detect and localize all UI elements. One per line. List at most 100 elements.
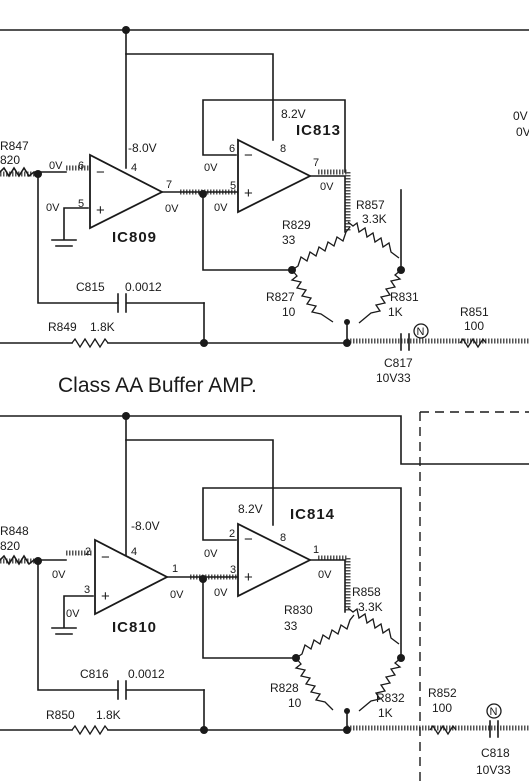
upper-circuit: − + − + N	[0, 26, 529, 351]
ic810-pin-vcc: 4	[131, 546, 137, 558]
c818-name: C818	[481, 746, 510, 760]
lower-node-n-marker	[486, 703, 502, 719]
upper-ic813-feedback	[202, 99, 346, 173]
r851-name: R851	[460, 305, 489, 319]
lower-node-n-text: N	[490, 706, 498, 718]
lower-bridge-r830	[295, 614, 355, 659]
ic810-opamp	[94, 538, 169, 616]
upper-node-n-marker	[413, 323, 429, 339]
upper-interstage-down	[202, 193, 293, 271]
ic813-pin-inv: 6	[229, 143, 235, 155]
upper-bridge-r827	[290, 269, 334, 323]
r829-name: R829	[282, 218, 311, 232]
upper-feedback-path	[37, 173, 119, 304]
upper-supply-loop	[125, 53, 274, 141]
lower-bridge-r828	[294, 657, 334, 711]
lower-0v-c: 0V	[170, 589, 184, 601]
r850-name: R850	[46, 708, 75, 722]
ic814-pin-noninv: 3	[230, 564, 236, 576]
lower-circuit: − + − + N	[0, 411, 529, 782]
upper-ground-wire	[51, 207, 89, 247]
upper-bridge-r857	[347, 221, 400, 259]
upper-0v-a: 0V	[49, 160, 63, 172]
c816-value: 0.0012	[128, 667, 165, 681]
c818-value: 10V33	[476, 763, 511, 777]
lower-0v-a: 0V	[52, 569, 66, 581]
r831-value: 1K	[388, 305, 403, 319]
r852-value: 100	[432, 701, 452, 715]
ic809-minus-sign: −	[96, 164, 105, 181]
r858-name: R858	[352, 585, 381, 599]
ic813-label: IC813	[296, 122, 341, 139]
lower-bridge-right-node	[397, 654, 405, 662]
ic809-pin-inv: 6	[78, 160, 84, 172]
r847-name: R847	[0, 139, 29, 153]
upper-0v-b: 0V	[46, 202, 60, 214]
r831-name: R831	[390, 290, 419, 304]
ic813-supply-label: 8.2V	[281, 107, 306, 121]
r848-value: 820	[0, 539, 20, 553]
lower-0v-f: 0V	[318, 569, 332, 581]
ic810-minus-sign: −	[101, 549, 110, 566]
lower-c818-cap	[489, 720, 499, 738]
lower-top-rail-right	[125, 415, 529, 465]
ic813-pin-noninv: 5	[230, 180, 236, 192]
lower-r850-resistor	[71, 724, 109, 736]
r847-value: 820	[0, 153, 20, 167]
ic810-supply-label: -8.0V	[131, 519, 160, 533]
r830-name: R830	[284, 603, 313, 617]
c815-value: 0.0012	[125, 280, 162, 294]
ic814-pin-out: 1	[313, 544, 319, 556]
ic810-pin-inv: 2	[85, 546, 91, 558]
lower-ic814-feedback	[202, 487, 402, 661]
edge-0v-1: 0V	[513, 109, 528, 123]
r827-name: R827	[266, 290, 295, 304]
r849-value: 1.8K	[90, 320, 115, 334]
upper-ic813-out	[309, 175, 346, 233]
ic813-plus-sign: +	[244, 185, 253, 202]
ic814-label: IC814	[290, 506, 335, 523]
lower-fb-rail-junction	[200, 726, 208, 734]
c816-name: C816	[80, 667, 109, 681]
r848-name: R848	[0, 524, 29, 538]
lower-ground-wire	[51, 595, 94, 635]
r832-value: 1K	[378, 706, 393, 720]
r832-name: R832	[376, 691, 405, 705]
r850-value: 1.8K	[96, 708, 121, 722]
ic814-pin-vcc: 8	[280, 532, 286, 544]
ic809-pin-noninv: 5	[78, 198, 84, 210]
lower-0v-b: 0V	[66, 608, 80, 620]
upper-node-n-text: N	[417, 326, 425, 338]
ic814-opamp	[237, 522, 313, 598]
upper-0v-e: 0V	[214, 202, 228, 214]
ic809-supply-label: -8.0V	[128, 141, 157, 155]
lower-r848-resistor	[0, 554, 67, 566]
ic813-pin-vcc: 8	[280, 143, 286, 155]
r849-name: R849	[48, 320, 77, 334]
lower-interstage-down	[202, 578, 297, 659]
ic814-plus-sign: +	[244, 569, 253, 586]
lower-dashed-box	[419, 411, 529, 782]
c817-name: C817	[384, 356, 413, 370]
ic814-pin-inv: 2	[229, 528, 235, 540]
r828-name: R828	[270, 681, 299, 695]
lower-c816-capacitor	[117, 680, 205, 700]
upper-r849-resistor	[71, 337, 109, 349]
ic809-plus-sign: +	[96, 202, 105, 219]
lower-out-hatch	[318, 555, 351, 612]
ic810-label: IC810	[112, 619, 157, 636]
upper-bridge-r831	[358, 269, 402, 324]
c815-name: C815	[76, 280, 105, 294]
upper-r851-resistor	[459, 337, 487, 349]
c817-value: 10V33	[376, 371, 411, 385]
lower-ic814-out	[309, 559, 346, 613]
lower-bridge-left-node	[292, 654, 300, 662]
r830-value: 33	[284, 619, 298, 633]
r828-value: 10	[288, 696, 302, 710]
r857-value: 3.3K	[362, 212, 387, 226]
ic810-plus-sign: +	[101, 588, 110, 605]
upper-labels: R847 820 -8.0V 8.2V IC813 IC809 6 5 4 7 …	[0, 107, 529, 385]
upper-c817-cap	[400, 333, 410, 351]
ic814-supply-label: 8.2V	[238, 502, 263, 516]
